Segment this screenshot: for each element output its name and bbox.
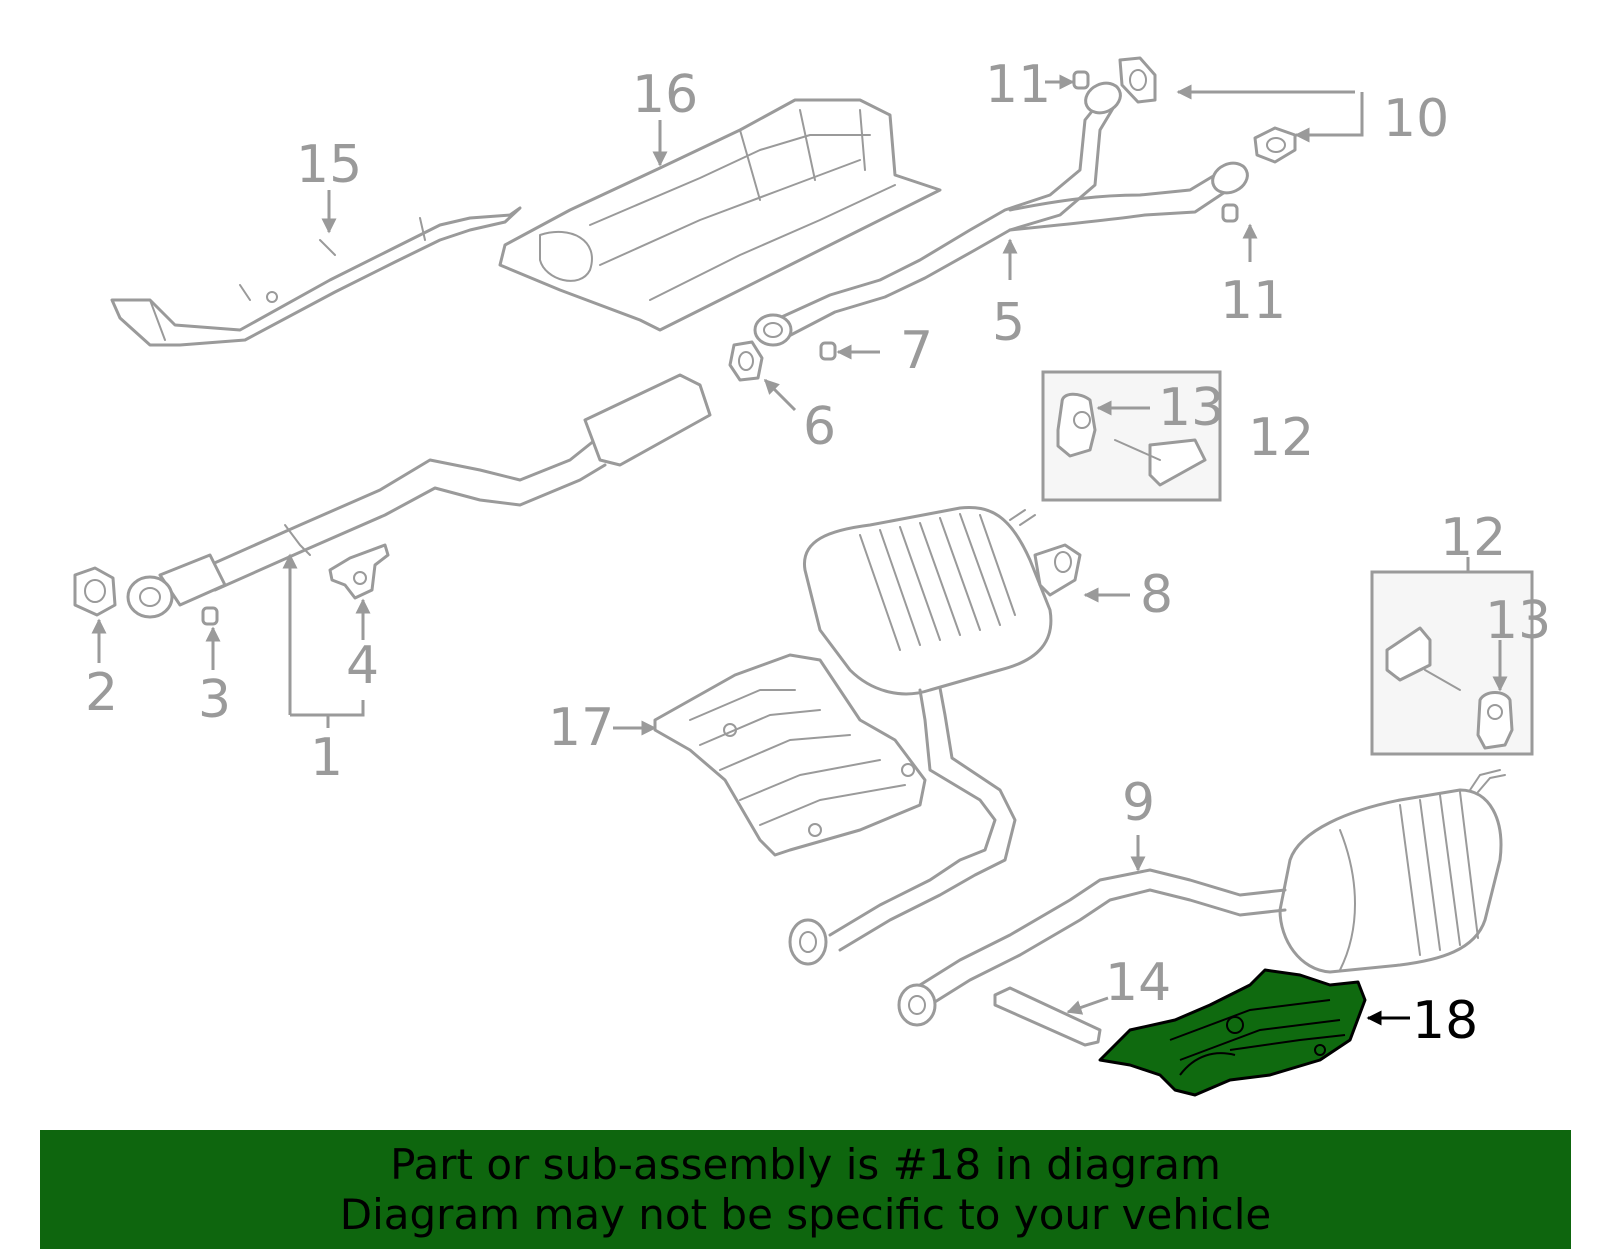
part-11-nuts[interactable] — [1072, 70, 1239, 223]
part-1-converter-pipe[interactable] — [126, 373, 712, 619]
callout-3: 3 — [198, 670, 231, 730]
callout-17: 17 — [548, 698, 614, 758]
part-7-nut[interactable] — [819, 341, 837, 361]
callout-14: 14 — [1105, 953, 1171, 1013]
part-16-heat-shield[interactable] — [498, 98, 942, 332]
callout-11-right: 11 — [1220, 271, 1286, 331]
callout-15: 15 — [296, 135, 362, 195]
callout-9: 9 — [1122, 773, 1155, 833]
leader-lines — [91, 74, 1508, 1026]
callout-13-lower: 13 — [1485, 591, 1551, 651]
part-2-gasket[interactable] — [73, 566, 117, 617]
callout-1: 1 — [310, 728, 343, 788]
callout-10: 10 — [1383, 89, 1449, 149]
banner-line-1: Part or sub-assembly is #18 in diagram — [390, 1139, 1221, 1189]
callout-7: 7 — [900, 321, 933, 381]
callout-5: 5 — [992, 293, 1025, 353]
callout-6: 6 — [803, 397, 836, 457]
callout-4: 4 — [346, 636, 379, 696]
part-4-bracket[interactable] — [328, 543, 390, 600]
part-17-heat-shield[interactable] — [653, 653, 927, 857]
banner-line-2: Diagram may not be specific to your vehi… — [339, 1189, 1272, 1239]
part-8-center-muffler[interactable] — [788, 506, 1082, 966]
part-14-strap[interactable] — [993, 986, 1102, 1047]
part-5-front-pipe[interactable] — [753, 78, 1252, 347]
callout-18: 18 — [1412, 991, 1478, 1051]
callout-11-top: 11 — [985, 55, 1051, 115]
callout-12-lower: 12 — [1440, 508, 1506, 568]
info-banner: Part or sub-assembly is #18 in diagram D… — [40, 1130, 1571, 1249]
part-18-heat-shield-highlighted[interactable] — [1098, 968, 1367, 1097]
part-9-rear-muffler[interactable] — [897, 769, 1506, 1027]
part-15-heat-shield[interactable] — [110, 206, 522, 347]
part-12-hanger-upper[interactable] — [1041, 370, 1222, 502]
callout-13-upper: 13 — [1158, 378, 1224, 438]
callout-12-upper: 12 — [1248, 408, 1314, 468]
part-6-gasket[interactable] — [728, 340, 764, 382]
part-12-hanger-lower[interactable] — [1370, 570, 1534, 756]
part-3-nut[interactable] — [201, 606, 219, 626]
part-10-gaskets[interactable] — [1118, 56, 1297, 164]
callout-16: 16 — [632, 65, 698, 125]
callout-8: 8 — [1140, 565, 1173, 625]
callout-2: 2 — [85, 663, 118, 723]
callout-labels: 15 16 11 10 11 5 7 6 13 12 12 13 8 2 3 4… — [85, 55, 1551, 1051]
